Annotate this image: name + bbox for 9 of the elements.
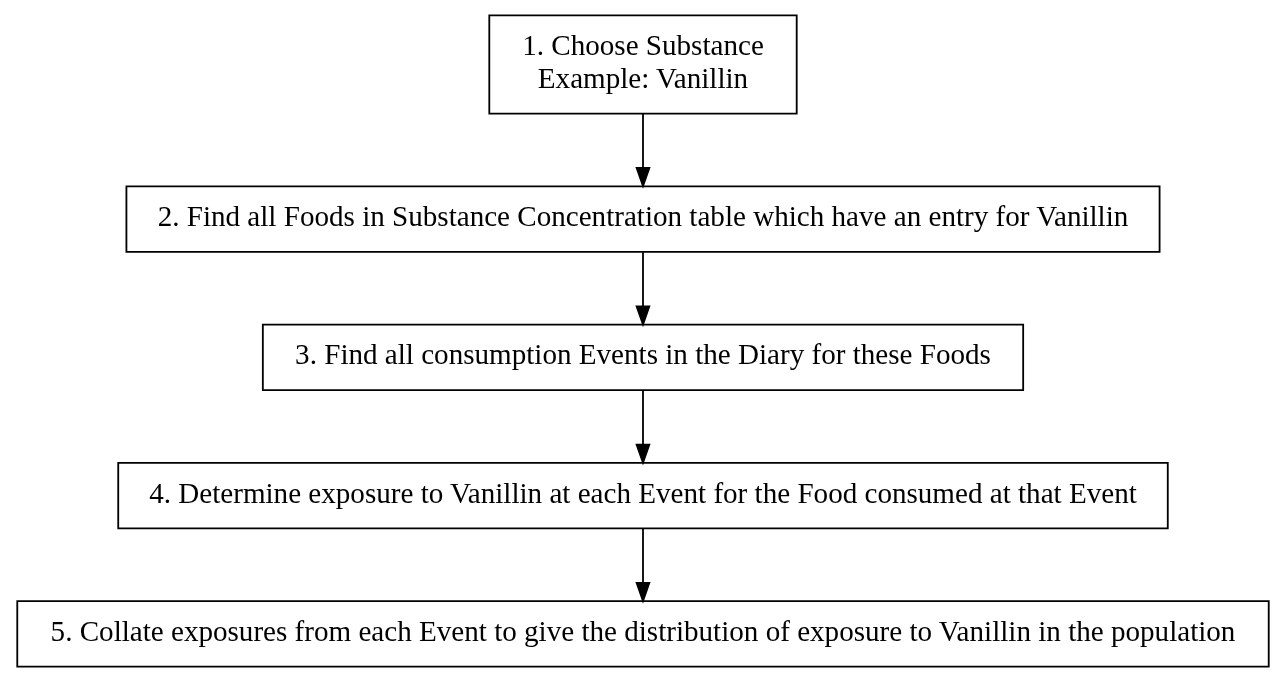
arrow — [634, 389, 651, 466]
arrow — [634, 527, 651, 604]
node-box: 5. Collate exposures from each Event to give the distribution of exposure to Vanillin in the population — [15, 600, 1270, 668]
node-box: 4. Determine exposure to Vanillin at each Event for the Food consumed at that Event — [116, 461, 1169, 530]
node-box: 3. Find all consumption Events in the Diary for these Foods — [261, 323, 1024, 392]
node-box: 2. Find all Foods in Substance Concentration table which have an entry for Vanillin — [125, 185, 1160, 253]
arrow — [634, 251, 651, 328]
arrow — [634, 113, 651, 189]
node-box: 1. Choose Substance Example: Vanillin — [487, 14, 798, 115]
